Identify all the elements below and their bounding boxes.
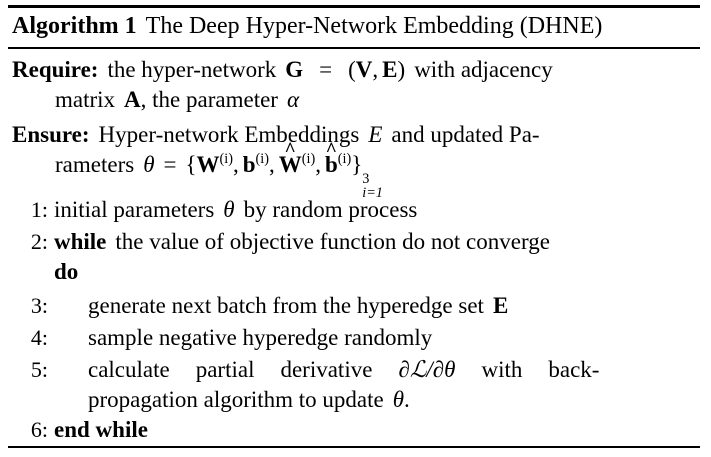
step5-word-4: with xyxy=(481,357,523,382)
step-line-6: end while xyxy=(54,416,148,444)
step5-period: . xyxy=(404,387,410,412)
step5-word-5: back- xyxy=(548,357,600,382)
rule-top xyxy=(8,5,700,8)
ensure-comma-1: , xyxy=(232,152,239,177)
step-line-2-continuation: do xyxy=(54,258,78,286)
step5-theta-symbol-2: θ xyxy=(392,387,405,412)
step1-text-a: initial parameters xyxy=(54,197,215,222)
require-text-a: the hyper-network xyxy=(107,57,277,82)
weight-hat-superscript: (i) xyxy=(301,151,316,168)
theta-symbol: θ xyxy=(143,152,155,177)
hat-accent-icon: ^ xyxy=(284,139,296,161)
ensure-comma-3: , xyxy=(315,152,321,177)
open-brace: { xyxy=(185,152,197,177)
algorithm-header: Algorithm 1 The Deep Hyper-Network Embedd… xyxy=(12,11,602,41)
step-number-3: 3: xyxy=(30,293,48,318)
step-number-6: 6: xyxy=(30,417,48,442)
limit-lower: i=1 xyxy=(362,185,383,202)
step5-word-3: derivative xyxy=(280,357,373,382)
hat-accent-icon: ^ xyxy=(325,139,338,161)
require-matrix-text-b: , the parameter xyxy=(140,87,278,112)
ensure-parameters-text: rameters xyxy=(55,152,135,177)
step2-condition-text: the value of objective function do not c… xyxy=(115,229,550,254)
ensure-text-b: and updated Pa- xyxy=(391,122,540,147)
fraction-slash: / xyxy=(426,357,433,382)
step1-theta-symbol: θ xyxy=(223,197,235,222)
step-line-5-continuation: propagation algorithm to update θ. xyxy=(88,386,410,414)
bias-hat-symbol: ^b xyxy=(324,141,338,179)
adjacency-matrix-symbol: A xyxy=(124,87,141,112)
hyperedge-set-symbol: E xyxy=(492,293,509,318)
alpha-symbol: α xyxy=(286,87,300,112)
close-brace: } xyxy=(351,152,363,177)
equals-sign: = xyxy=(319,57,333,82)
require-line-1: Require: the hyper-network G = (V,E) with adj… xyxy=(12,56,553,84)
close-paren: ) xyxy=(397,57,406,82)
step5-theta-symbol: θ xyxy=(444,357,456,382)
require-keyword: Require: xyxy=(12,57,99,82)
algorithm-label: Algorithm 1 xyxy=(12,13,137,39)
partial-1: ∂ xyxy=(398,357,410,382)
rule-header-separator xyxy=(8,47,700,49)
step-line-2: while the value of objective function do … xyxy=(54,228,550,256)
step4-text: sample negative hyperedge randomly xyxy=(88,325,433,350)
require-matrix-text-a: matrix xyxy=(55,87,116,112)
loss-symbol: ℒ xyxy=(409,357,427,383)
graph-symbol: G xyxy=(285,57,304,82)
weight-hat-symbol: ^W xyxy=(278,141,302,179)
vertex-symbol: V xyxy=(355,57,373,82)
do-keyword: do xyxy=(54,259,79,284)
edge-symbol: E xyxy=(382,57,398,82)
algorithm-title: The Deep Hyper-Network Embedding (DHNE) xyxy=(145,13,603,39)
step-line-3: generate next batch from the hyperedge s… xyxy=(88,292,508,320)
weight-symbol: W xyxy=(196,152,220,177)
embedding-symbol: E xyxy=(368,122,383,147)
rule-bottom xyxy=(8,446,700,448)
bias-hat-superscript: (i) xyxy=(337,151,352,168)
bias-symbol: b xyxy=(242,152,256,177)
step-number-2: 2: xyxy=(30,229,48,254)
ensure-keyword: Ensure: xyxy=(12,122,90,147)
require-line-2: matrix A, the parameter α xyxy=(55,86,299,114)
step-number-1: 1: xyxy=(30,197,48,222)
step5-word-2: partial xyxy=(195,357,255,382)
partial-2: ∂ xyxy=(432,357,445,382)
step-line-4: sample negative hyperedge randomly xyxy=(88,324,432,352)
limit-upper: 3 xyxy=(362,170,370,187)
bias-hat-base: b xyxy=(324,152,338,177)
step3-text: generate next batch from the hyperedge s… xyxy=(88,293,484,318)
step5-word-1: calculate xyxy=(88,357,170,382)
end-while-keyword: end while xyxy=(54,417,148,442)
step-line-1: initial parameters θ by random process xyxy=(54,196,417,224)
step-number-4: 4: xyxy=(30,325,48,350)
ensure-text-a: Hyper-network Embeddings xyxy=(98,122,360,147)
weight-hat-base: W xyxy=(278,152,302,177)
while-keyword: while xyxy=(54,229,107,254)
step1-text-b: by random process xyxy=(243,197,418,222)
ensure-comma-2: , xyxy=(268,152,275,177)
open-paren: ( xyxy=(348,57,356,82)
step5-word-6: propagation algorithm to update xyxy=(88,387,384,412)
step-number-5: 5: xyxy=(30,357,48,382)
weight-superscript: (i) xyxy=(219,151,233,168)
ensure-equals: = xyxy=(163,152,177,177)
require-text-b: with adjacency xyxy=(414,57,553,82)
comma-separator: , xyxy=(372,57,379,82)
bias-superscript: (i) xyxy=(255,151,269,168)
